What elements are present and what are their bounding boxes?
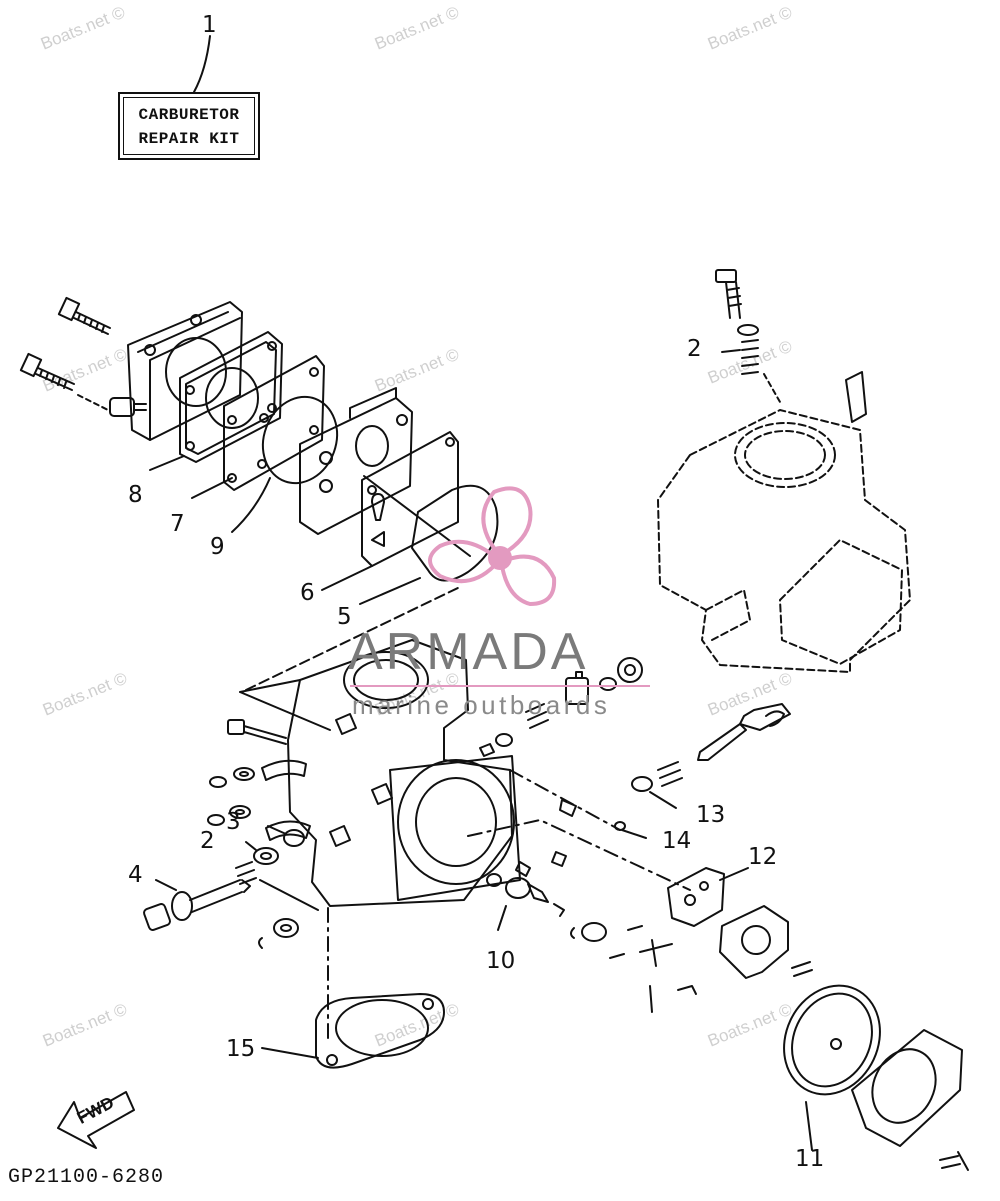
hose-icon [261, 759, 311, 841]
fwd-arrow-icon [57, 1091, 135, 1149]
gasket [179, 331, 283, 463]
leader-line [321, 565, 373, 591]
o-ring [283, 829, 305, 847]
washer-icon [258, 918, 299, 949]
leader-line [497, 905, 507, 931]
leader-line [359, 577, 421, 605]
carburetor-body [657, 409, 911, 673]
leader-line [805, 1101, 813, 1151]
leader-line [621, 829, 647, 839]
diaphragm [261, 395, 339, 485]
fitting-icon [479, 657, 643, 757]
callout-2-left: 2 [200, 828, 215, 854]
callout-10: 10 [486, 948, 516, 974]
callout-13: 13 [696, 802, 726, 828]
leader-line [259, 879, 319, 911]
gasket [667, 867, 725, 927]
leader-line [649, 791, 677, 809]
callout-15: 15 [226, 1036, 256, 1062]
gasket [315, 993, 445, 1069]
kit-label-box: CARBURETOR REPAIR KIT [118, 92, 260, 160]
leader-line [261, 1047, 319, 1059]
propeller-logo-icon [428, 486, 557, 607]
washer-icon [253, 847, 279, 865]
brand-tagline: marine outboards [352, 690, 611, 720]
leader-line [721, 349, 741, 353]
gasket-plate [223, 355, 325, 491]
leader-line [245, 585, 463, 691]
kit-label-line2: REPAIR KIT [138, 130, 240, 148]
leader-line [267, 825, 287, 835]
kit-label-line1: CARBURETOR [138, 106, 240, 124]
callout-5: 5 [337, 604, 352, 630]
callout-12: 12 [748, 844, 778, 870]
leader-line [719, 867, 749, 881]
callout-4: 4 [128, 862, 143, 888]
screw-icon [57, 296, 111, 335]
leader-line [193, 35, 211, 93]
leader-line [149, 455, 185, 471]
callout-2-top: 2 [687, 336, 702, 362]
screw-icon [19, 352, 75, 391]
callout-8: 8 [128, 482, 143, 508]
callout-3: 3 [226, 809, 241, 835]
leader-line [763, 373, 781, 403]
callout-9: 9 [210, 534, 225, 560]
callout-6: 6 [300, 580, 315, 606]
jet-icon [486, 799, 577, 917]
needle-valve-icon [614, 703, 791, 831]
diagram-code: GP21100-6280 [8, 1166, 165, 1189]
callout-11: 11 [795, 1146, 825, 1172]
leader-line [245, 841, 257, 851]
leader-line [231, 477, 271, 533]
callout-1: 1 [202, 12, 217, 38]
leader-line [155, 879, 177, 891]
gasket [361, 431, 459, 567]
screw-icon [715, 269, 759, 375]
leader-line [467, 769, 691, 891]
washer-icon [207, 767, 255, 826]
pump-body [299, 387, 413, 535]
diaphragm-icon [783, 984, 969, 1171]
lever-icon [845, 371, 867, 423]
leader-line [77, 394, 109, 411]
fitting-icon [109, 397, 147, 417]
screw-icon [227, 719, 287, 745]
callout-14: 14 [662, 828, 692, 854]
pilot-screw-icon [143, 861, 257, 931]
leader-line [191, 477, 233, 499]
cover-plate [127, 301, 243, 441]
brand-name: ARMADA [348, 623, 589, 681]
pump-cover-icon [719, 905, 813, 979]
linkage-icon [570, 922, 697, 1013]
callout-7: 7 [170, 511, 185, 537]
